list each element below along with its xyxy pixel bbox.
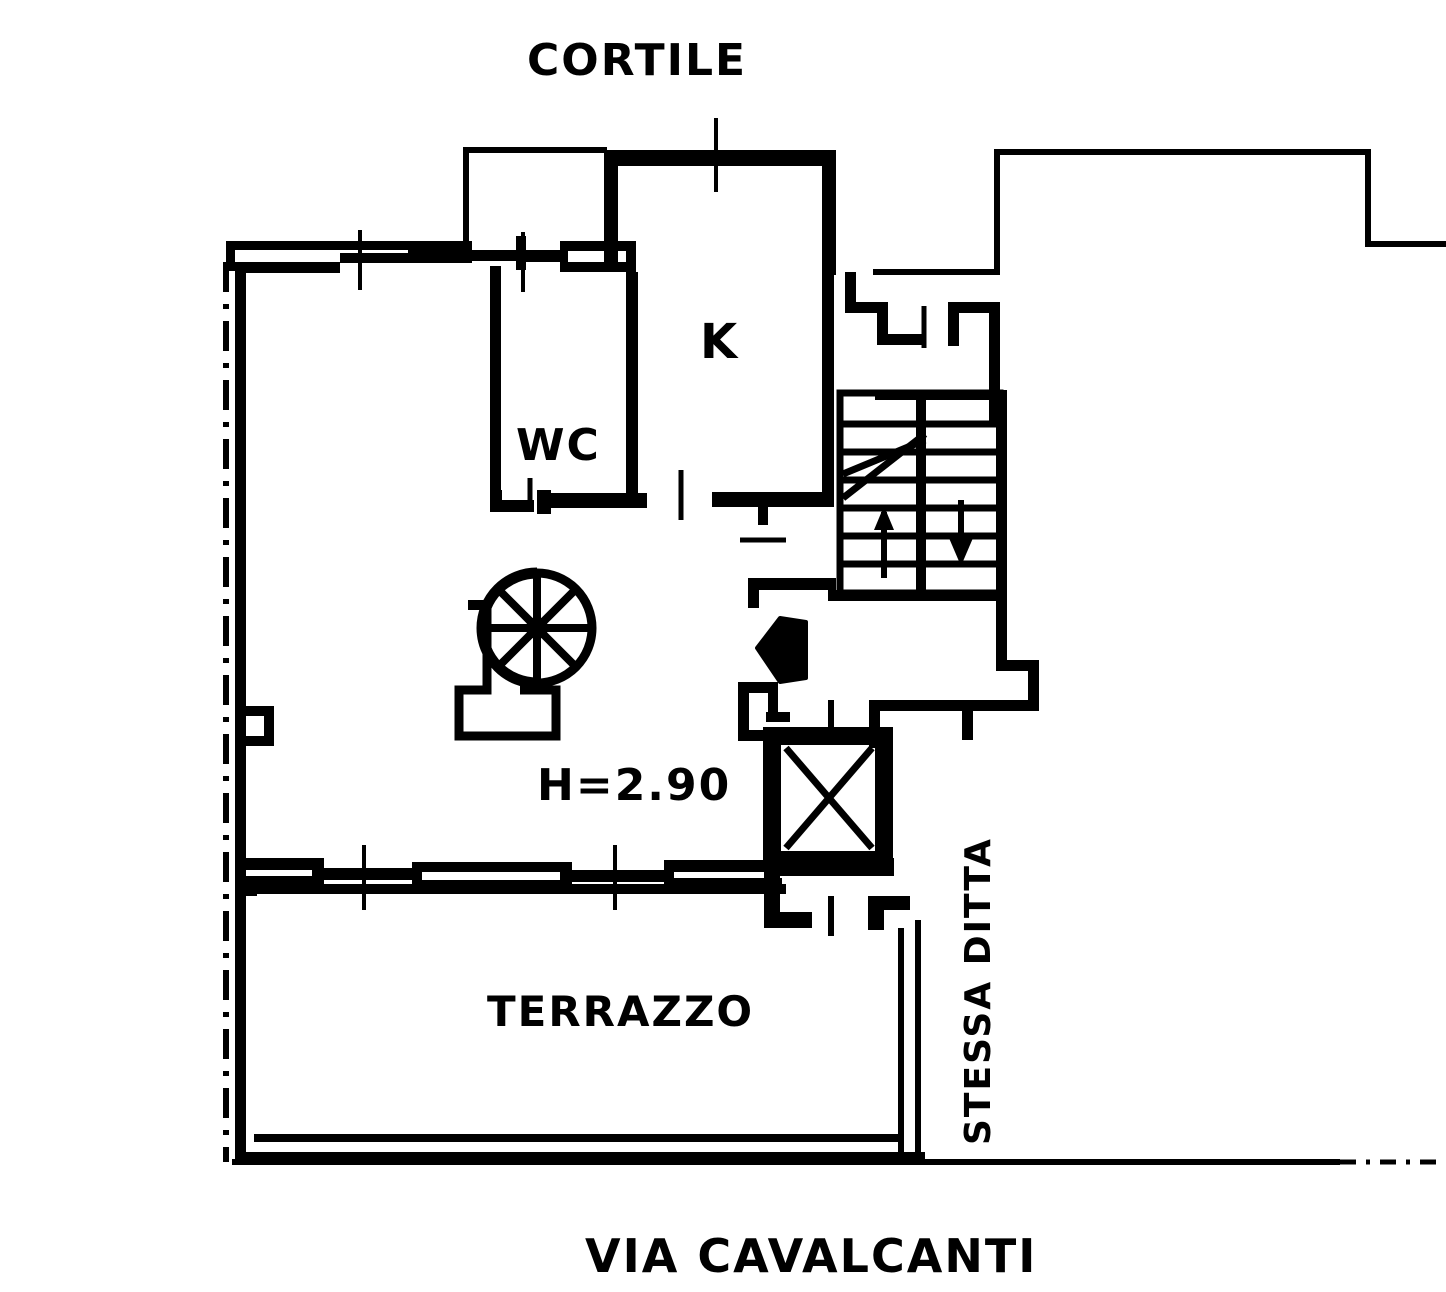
- courtyard-wall-stubs: [463, 147, 607, 261]
- ceiling-height-label: H=2.90: [537, 760, 731, 811]
- terrace-top-wall: [246, 858, 786, 896]
- terrace-label: TERRAZZO: [487, 987, 754, 1036]
- apartment-outer-walls: [226, 236, 925, 1163]
- bathroom-label: WC: [516, 420, 601, 471]
- kitchen-label: K: [700, 314, 739, 370]
- neighbour-building-outline: [873, 149, 1446, 275]
- same-owner-label: STESSA DITTA: [958, 837, 999, 1145]
- stair-landing-walls: [828, 590, 1039, 748]
- stair-break-lines: [840, 431, 928, 501]
- elevator-lobby-walls: [738, 682, 790, 741]
- window-tick-marks-middle: [362, 845, 617, 910]
- bathroom-walls: [490, 266, 647, 514]
- spiral-stair-icon: [454, 567, 597, 741]
- wc-door-tick: [527, 470, 684, 520]
- entrance-arrow-icon: [755, 616, 808, 684]
- arrow-up-icon: [874, 506, 894, 578]
- street-label: VIA CAVALCANTI: [585, 1229, 1037, 1283]
- main-staircase: [836, 389, 1007, 600]
- terrace-right-boundary: [898, 920, 921, 1158]
- courtyard-label: CORTILE: [527, 35, 747, 86]
- kitchen-top-wall: [604, 150, 836, 275]
- entrance-walls: [748, 578, 836, 608]
- kitchen-walls: [712, 272, 834, 525]
- arrow-down-icon: [949, 500, 973, 566]
- stair-treads-left: [840, 420, 916, 568]
- landing-walls: [845, 272, 1000, 422]
